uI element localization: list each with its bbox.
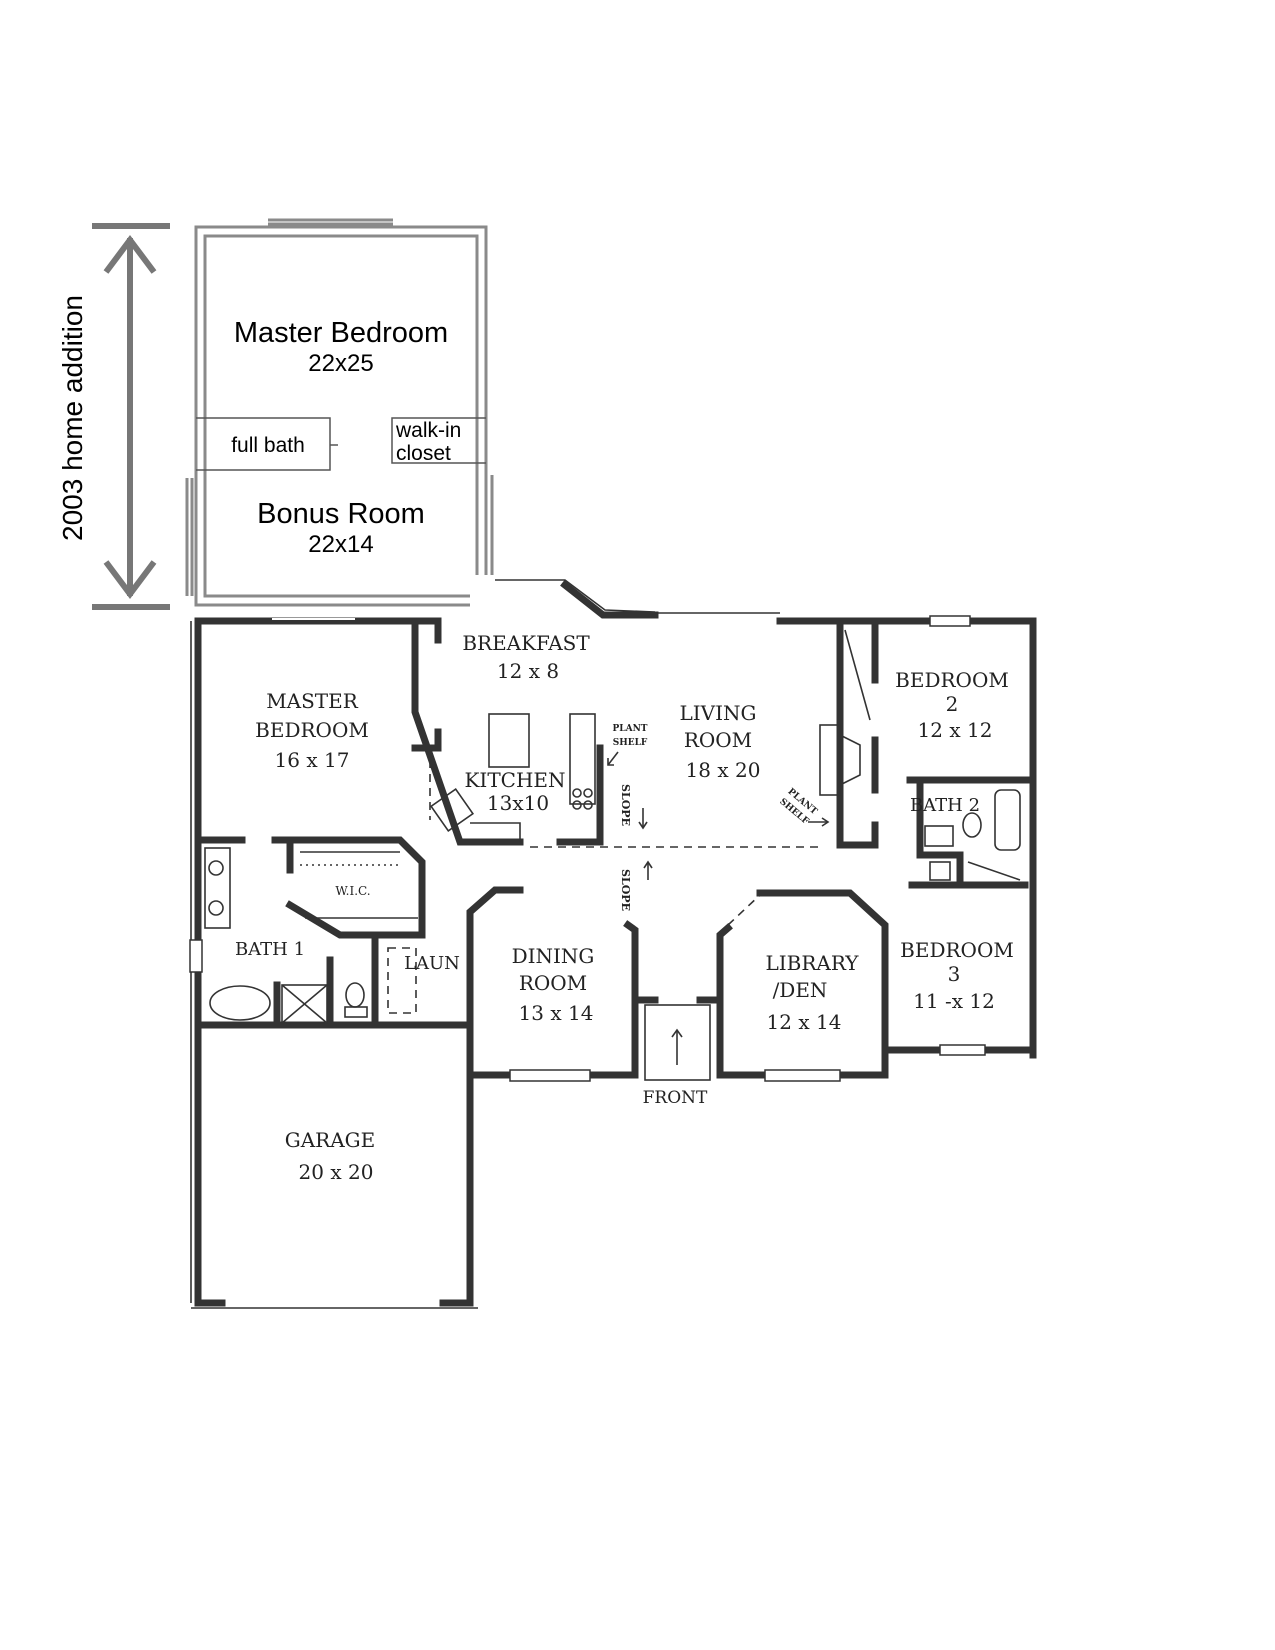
addition-full-bath-label: full bath	[231, 434, 305, 457]
addition-label: 2003 home addition	[57, 295, 88, 541]
living-room-size: 18 x 20	[686, 758, 761, 782]
addition-walk-in-label: walk-in	[395, 419, 461, 442]
laundry-label: LAUN	[404, 953, 460, 974]
kitchen-label: KITCHEN	[464, 768, 565, 792]
bath2-label: BATH 2	[910, 795, 980, 816]
garage-label: GARAGE	[285, 1128, 376, 1152]
master-bedroom-size: 16 x 17	[275, 748, 350, 772]
library-size: 12 x 14	[767, 1010, 842, 1034]
slope-label-2: SLOPE	[619, 869, 632, 911]
breakfast-label: BREAKFAST	[462, 631, 590, 655]
bedroom2-label-2: 2	[946, 692, 959, 716]
annotation-arrows	[607, 751, 830, 880]
plant-shelf-label-2: SHELF	[613, 738, 648, 748]
bedroom2-label-1: BEDROOM	[895, 668, 1009, 692]
bedroom3-size: 11 -x 12	[913, 989, 995, 1013]
library-label-2: /DEN	[773, 978, 828, 1002]
bedroom3-label-1: BEDROOM	[900, 938, 1014, 962]
addition-bonus-room-size: 22x14	[308, 531, 373, 558]
front-label: FRONT	[643, 1088, 708, 1108]
bedroom3-label-2: 3	[948, 962, 961, 986]
dining-room-label-2: ROOM	[519, 971, 587, 995]
bath1-label: BATH 1	[235, 939, 305, 960]
addition-bonus-room-name: Bonus Room	[257, 498, 425, 530]
dining-room-size: 13 x 14	[519, 1001, 594, 1025]
master-bedroom-label-2: BEDROOM	[255, 718, 369, 742]
addition-walls	[185, 218, 500, 610]
living-room-label-2: ROOM	[684, 728, 752, 752]
bedroom2-size: 12 x 12	[918, 718, 993, 742]
slope-label-1: SLOPE	[619, 784, 632, 826]
kitchen-size: 13x10	[487, 791, 549, 815]
addition-master-bedroom-size: 22x25	[308, 350, 373, 377]
plant-shelf-label-1: PLANT	[612, 724, 647, 734]
dining-room-label-1: DINING	[512, 944, 595, 968]
library-label-1: LIBRARY	[765, 951, 859, 975]
living-room-label-1: LIVING	[679, 701, 756, 725]
garage-size: 20 x 20	[299, 1160, 374, 1184]
addition-dimension-arrow	[92, 223, 170, 610]
house-walls	[189, 579, 1037, 1309]
wic-label: W.I.C.	[335, 884, 370, 898]
master-bedroom-label-1: MASTER	[266, 689, 359, 713]
addition-closet-label: closet	[396, 442, 451, 465]
breakfast-size: 12 x 8	[497, 659, 559, 683]
addition-master-bedroom-name: Master Bedroom	[234, 317, 448, 349]
